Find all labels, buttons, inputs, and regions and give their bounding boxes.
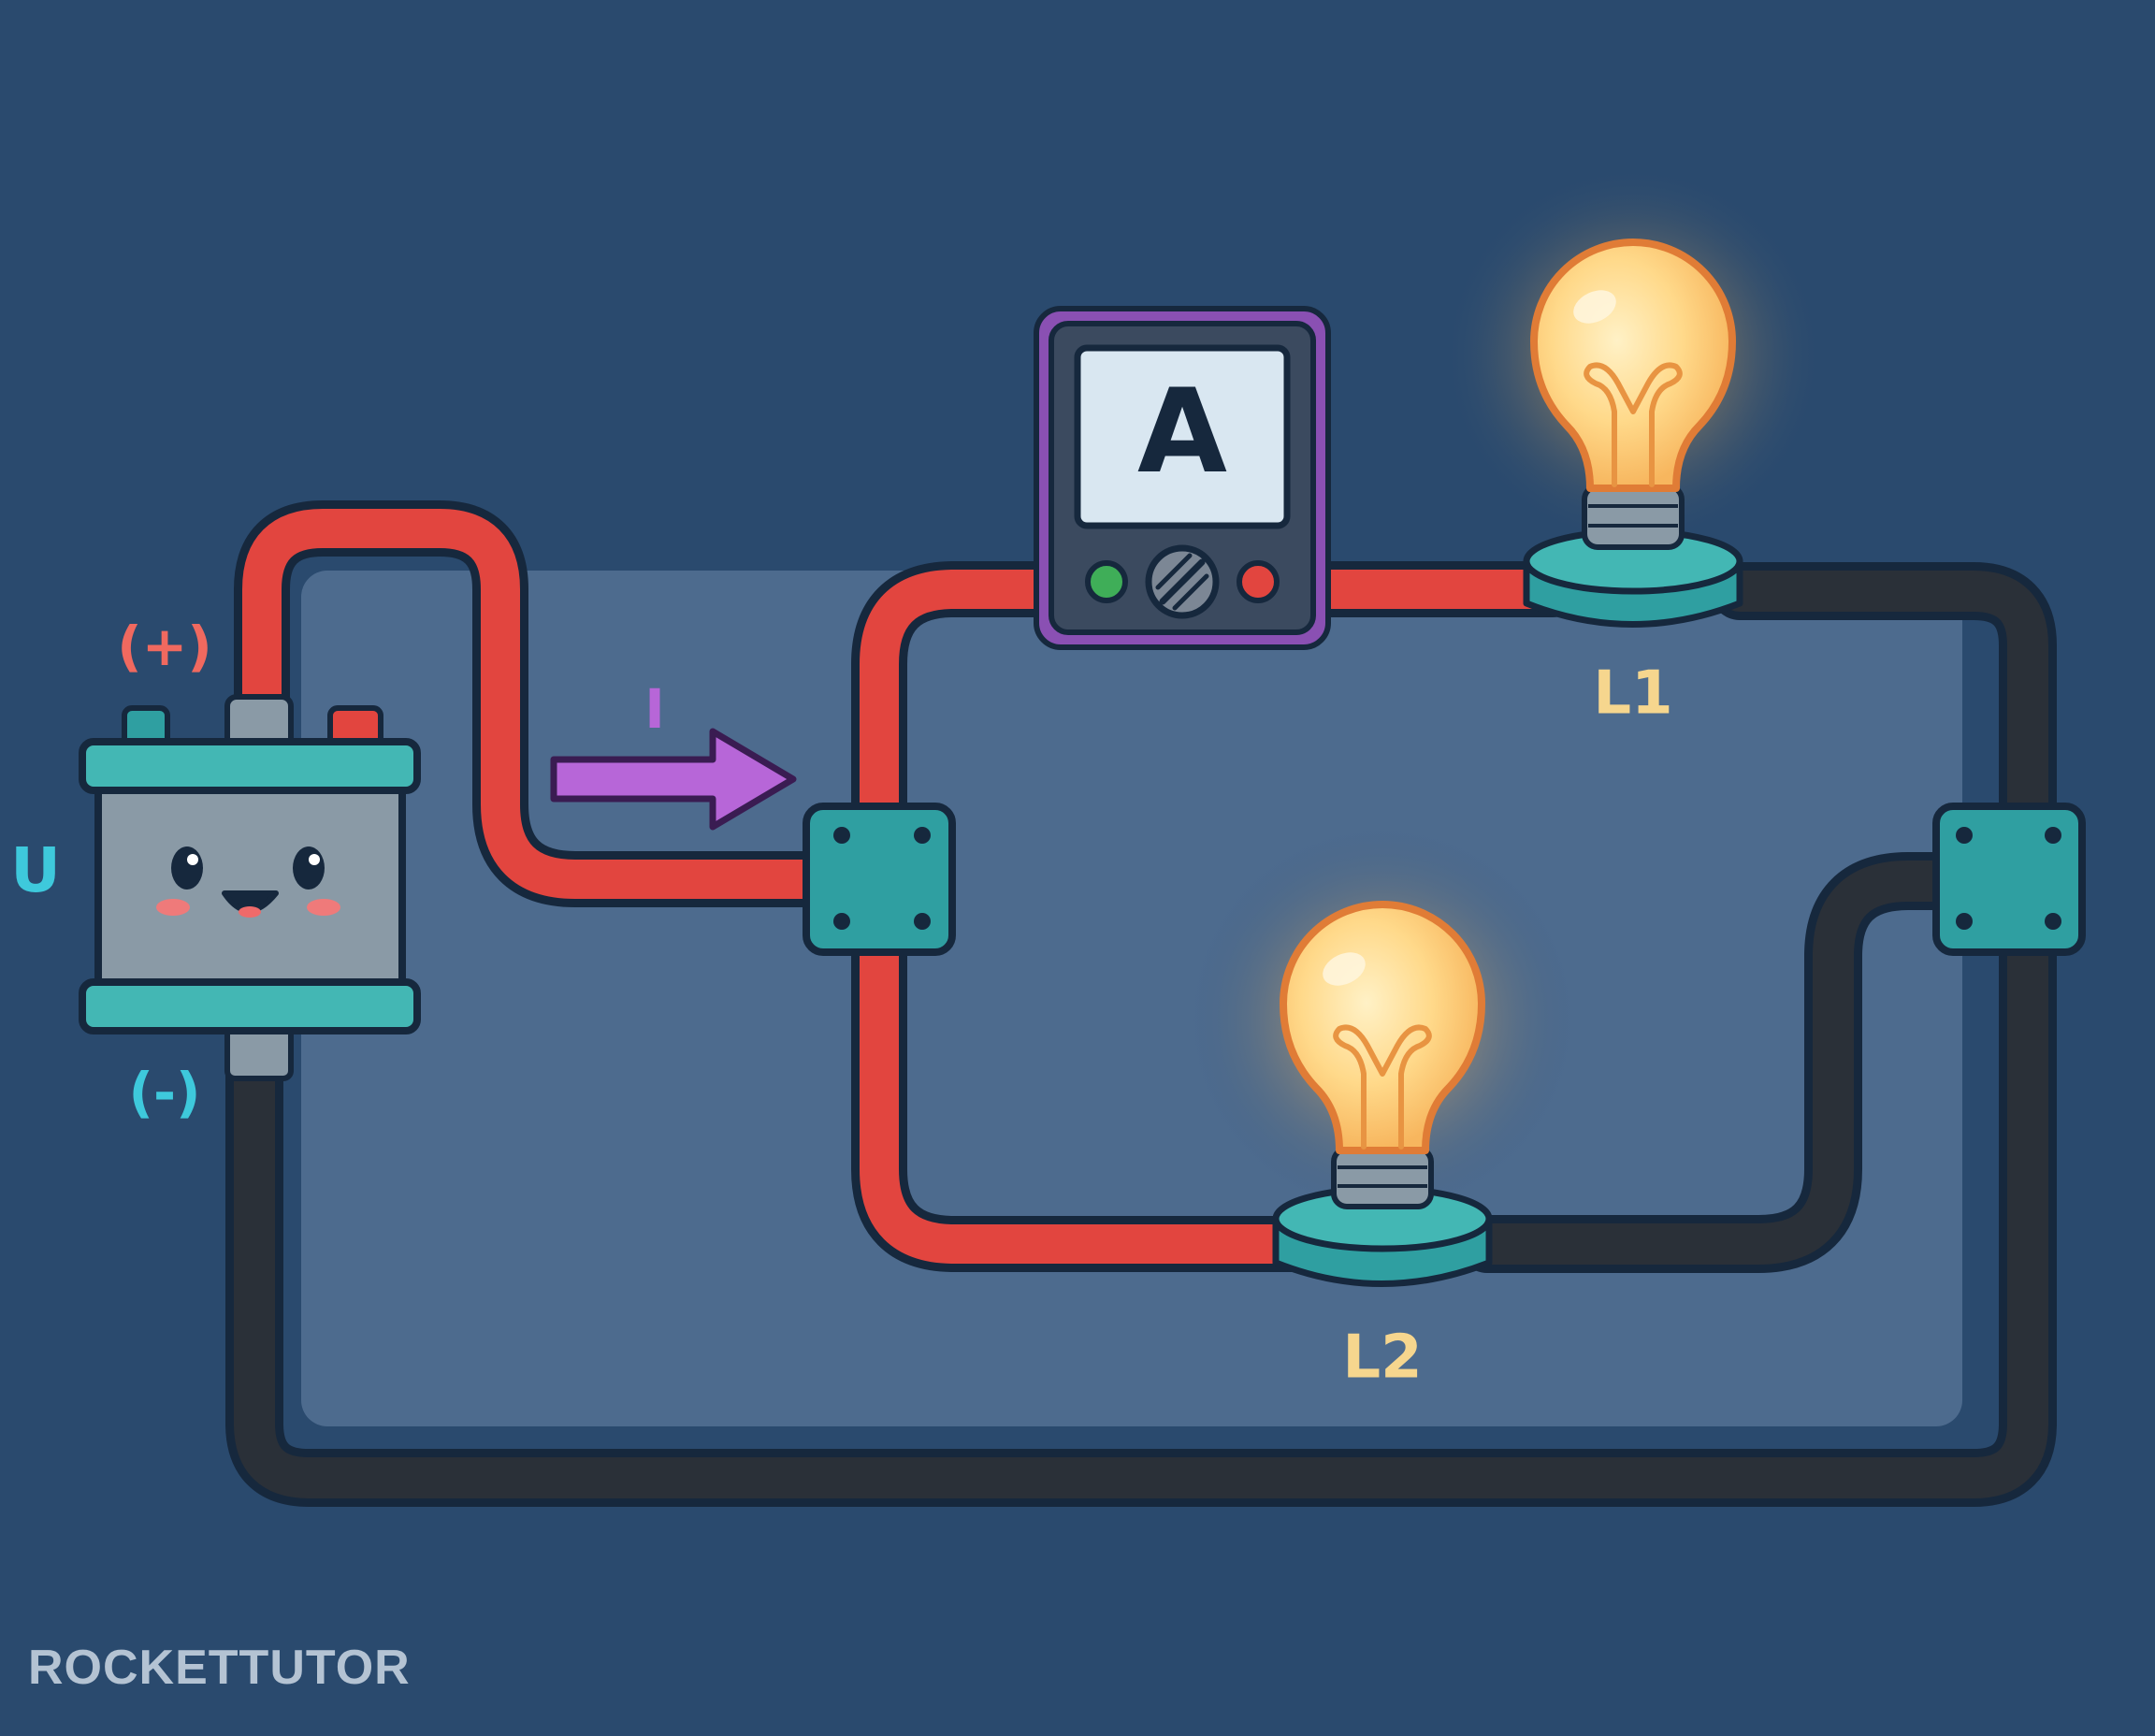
ammeter-symbol: A — [1137, 365, 1227, 499]
ammeter-green-terminal — [1085, 560, 1128, 603]
junction-block-icon — [803, 803, 956, 956]
background-panel — [301, 571, 1962, 1426]
ammeter-dial-icon — [1145, 544, 1220, 619]
ammeter-red-terminal — [1237, 560, 1280, 603]
positive-terminal-label: (+) — [117, 615, 212, 678]
battery-face — [156, 846, 340, 918]
current-label: I — [644, 677, 665, 741]
light-bulb-icon — [1441, 164, 1825, 628]
battery-icon — [79, 694, 421, 1081]
negative-terminal-label: (-) — [128, 1061, 200, 1124]
junction-block-icon — [1932, 803, 2086, 956]
light-bulb-icon — [1191, 828, 1574, 1287]
voltage-label: U — [10, 834, 61, 906]
ammeter-icon — [1034, 306, 1331, 650]
arrow-right-icon — [550, 728, 797, 831]
lamp-label-l2: L2 — [1342, 1324, 1422, 1393]
brand-logo: ROCKETTUTOR — [28, 1641, 411, 1695]
lamp-label-l1: L1 — [1593, 659, 1672, 729]
wires — [225, 500, 2057, 1507]
